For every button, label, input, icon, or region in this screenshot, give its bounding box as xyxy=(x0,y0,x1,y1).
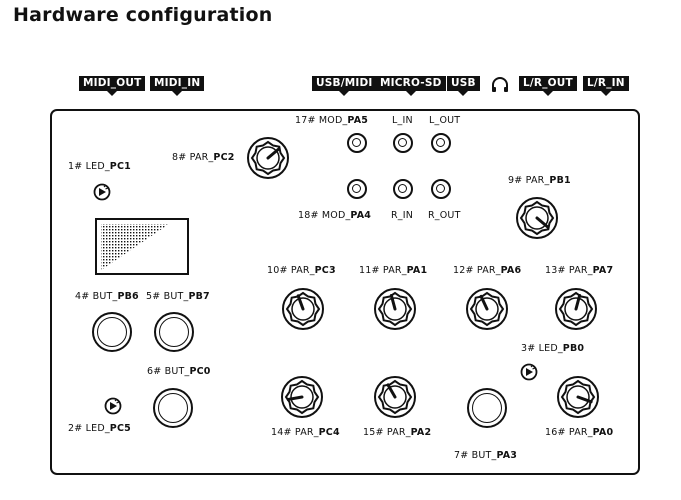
device-panel xyxy=(50,109,640,475)
mod-17-jack[interactable] xyxy=(347,133,367,153)
mod-18-label: 18# MOD_PA4 xyxy=(298,210,372,221)
button-6[interactable] xyxy=(153,388,193,428)
usb-midi-tag: USB/MIDI xyxy=(312,76,377,96)
r-out-jack[interactable] xyxy=(431,179,451,199)
page-title: Hardware configuration xyxy=(13,4,273,26)
mod-17-label: 17# MOD_PA5 xyxy=(295,115,369,126)
button-7-label: 7# BUT_PA3 xyxy=(454,450,518,461)
midi-out-tag: MIDI_OUT xyxy=(79,76,146,96)
button-4[interactable] xyxy=(92,312,132,352)
l-out-label: L_OUT xyxy=(429,115,461,126)
r-in-label: R_IN xyxy=(391,210,414,221)
led-1-label: 1# LED_PC1 xyxy=(68,161,131,172)
button-6-label: 6# BUT_PC0 xyxy=(147,366,211,377)
display-dither-pattern xyxy=(101,224,169,270)
knob-14[interactable] xyxy=(280,375,324,419)
lr-out-tag: L/R_OUT xyxy=(519,76,577,96)
led-3 xyxy=(520,363,538,381)
knob-11-label: 11# PAR_PA1 xyxy=(359,265,428,276)
led-2 xyxy=(104,397,122,415)
knob-16-label: 16# PAR_PA0 xyxy=(545,427,614,438)
led-3-label: 3# LED_PB0 xyxy=(521,343,585,354)
l-in-label: L_IN xyxy=(392,115,413,126)
l-in-jack[interactable] xyxy=(393,133,413,153)
micro-sd-tag: MICRO-SD xyxy=(376,76,446,96)
knob-15[interactable] xyxy=(373,375,417,419)
button-7[interactable] xyxy=(467,388,507,428)
knob-12-label: 12# PAR_PA6 xyxy=(453,265,522,276)
knob-8-label: 8# PAR_PC2 xyxy=(172,152,235,163)
headphone-icon xyxy=(492,77,508,92)
knob-13[interactable] xyxy=(554,287,598,331)
led-1 xyxy=(93,183,111,201)
knob-15-label: 15# PAR_PA2 xyxy=(363,427,432,438)
lr-in-tag: L/R_IN xyxy=(583,76,629,96)
oled-display xyxy=(95,218,189,275)
mod-18-jack[interactable] xyxy=(347,179,367,199)
knob-10-label: 10# PAR_PC3 xyxy=(267,265,336,276)
button-5-label: 5# BUT_PB7 xyxy=(146,291,210,302)
knob-13-label: 13# PAR_PA7 xyxy=(545,265,614,276)
knob-14-label: 14# PAR_PC4 xyxy=(271,427,340,438)
midi-in-tag: MIDI_IN xyxy=(150,76,205,96)
l-out-jack[interactable] xyxy=(431,133,451,153)
knob-12[interactable] xyxy=(465,287,509,331)
knob-9[interactable] xyxy=(515,196,559,240)
usb-tag: USB xyxy=(447,76,480,96)
knob-9-label: 9# PAR_PB1 xyxy=(508,175,571,186)
r-out-label: R_OUT xyxy=(428,210,461,221)
led-2-label: 2# LED_PC5 xyxy=(68,423,131,434)
knob-16[interactable] xyxy=(556,375,600,419)
r-in-jack[interactable] xyxy=(393,179,413,199)
knob-8[interactable] xyxy=(246,136,290,180)
button-5[interactable] xyxy=(154,312,194,352)
knob-10[interactable] xyxy=(281,287,325,331)
knob-11[interactable] xyxy=(373,287,417,331)
button-4-label: 4# BUT_PB6 xyxy=(75,291,139,302)
